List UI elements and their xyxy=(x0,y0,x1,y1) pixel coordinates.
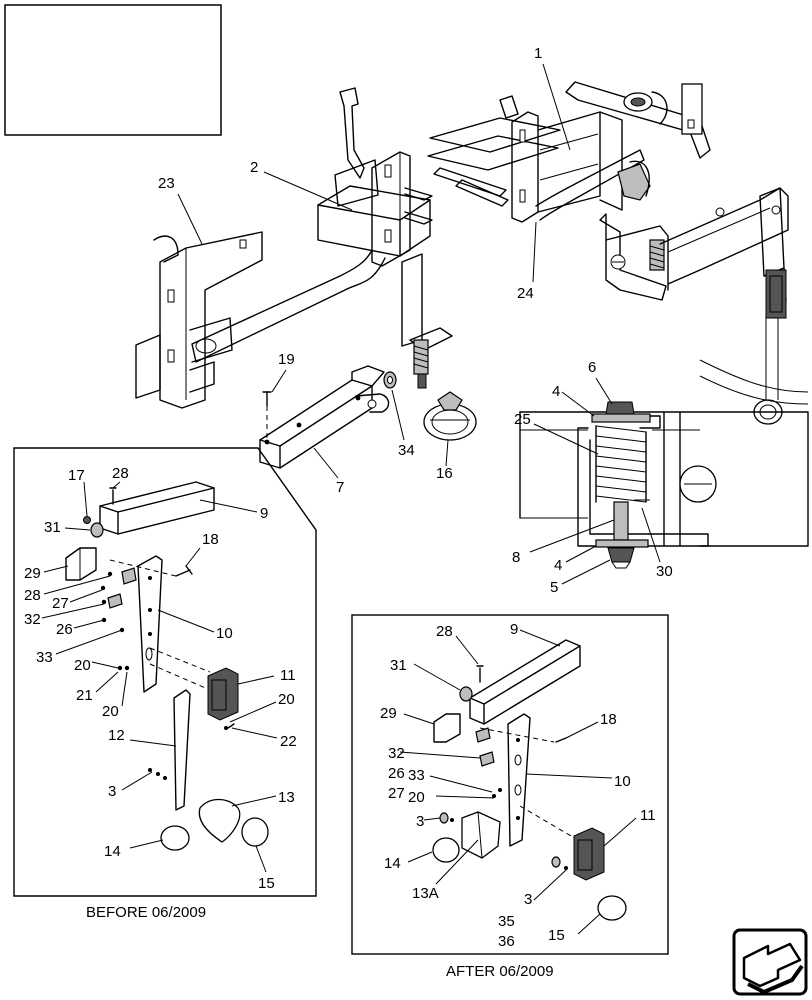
callout-16: 16 xyxy=(436,465,453,482)
callout-after-11: 11 xyxy=(640,807,656,824)
callout-before-29: 29 xyxy=(24,565,41,582)
callout-23: 23 xyxy=(158,175,175,192)
spring-detail xyxy=(519,359,809,569)
callout-after-20: 20 xyxy=(408,789,425,806)
callout-before-14: 14 xyxy=(104,843,121,860)
callout-after-14: 14 xyxy=(384,855,401,872)
callout-before-11: 11 xyxy=(280,667,296,684)
callout-24: 24 xyxy=(517,285,534,302)
callout-before-22: 22 xyxy=(280,733,297,750)
callout-after-3-top: 3 xyxy=(416,813,424,830)
callout-before-18: 18 xyxy=(202,531,219,548)
leader-lines xyxy=(41,63,661,935)
callout-after-29: 29 xyxy=(380,705,397,722)
callout-25: 25 xyxy=(514,411,531,428)
callout-19: 19 xyxy=(278,351,295,368)
callout-after-28: 28 xyxy=(436,623,453,640)
after-assembly xyxy=(432,639,627,921)
washer-34 xyxy=(383,371,397,389)
callout-after-3-bottom: 3 xyxy=(524,891,532,908)
caption-after: AFTER 06/2009 xyxy=(446,963,554,980)
callout-after-18: 18 xyxy=(600,711,617,728)
callout-before-9: 9 xyxy=(260,505,268,522)
callout-2: 2 xyxy=(250,159,258,176)
callout-6: 6 xyxy=(588,359,596,376)
callout-before-28-top: 28 xyxy=(112,465,129,482)
callout-after-36: 36 xyxy=(498,933,515,950)
after-panel-frame xyxy=(351,614,669,955)
bolt-19 xyxy=(262,391,272,440)
callout-34: 34 xyxy=(398,442,415,459)
lamp-16 xyxy=(423,391,477,441)
frame-assembly-right xyxy=(427,81,789,425)
callout-after-13A: 13A xyxy=(412,885,439,902)
callout-1: 1 xyxy=(534,45,542,62)
spring-mount-left xyxy=(413,339,429,389)
callout-30: 30 xyxy=(656,563,673,580)
callout-before-33: 33 xyxy=(36,649,53,666)
callout-after-32: 32 xyxy=(388,745,405,762)
callout-8: 8 xyxy=(512,549,520,566)
callout-before-21: 21 xyxy=(76,687,93,704)
callout-before-12: 12 xyxy=(108,727,125,744)
caption-before: BEFORE 06/2009 xyxy=(86,904,206,921)
callout-before-28: 28 xyxy=(24,587,41,604)
callout-after-31: 31 xyxy=(390,657,407,674)
callout-after-35: 35 xyxy=(498,913,515,930)
callout-before-13: 13 xyxy=(278,789,295,806)
callout-before-20-a: 20 xyxy=(74,657,91,674)
callout-before-20-b: 20 xyxy=(278,691,295,708)
callout-after-27: 27 xyxy=(388,785,405,802)
frame-assembly-left xyxy=(135,87,453,409)
callout-after-9: 9 xyxy=(510,621,518,638)
next-page-arrow-icon[interactable] xyxy=(732,928,808,996)
callout-after-33: 33 xyxy=(408,767,425,784)
callout-before-26: 26 xyxy=(56,621,73,638)
callout-after-15: 15 xyxy=(548,927,565,944)
callout-7: 7 xyxy=(336,479,344,496)
callout-4-top: 4 xyxy=(552,383,560,400)
before-panel-frame xyxy=(13,447,317,897)
callout-before-15: 15 xyxy=(258,875,275,892)
callout-before-17: 17 xyxy=(68,467,85,484)
callout-before-31: 31 xyxy=(44,519,61,536)
callout-4-bottom: 4 xyxy=(554,557,562,574)
callout-before-10: 10 xyxy=(216,625,233,642)
callout-labels: 1 2 23 24 19 34 7 16 6 4 25 8 4 5 30 17 … xyxy=(24,45,673,950)
callout-before-3: 3 xyxy=(108,783,116,800)
before-assembly xyxy=(65,481,269,851)
callout-after-26: 26 xyxy=(388,765,405,782)
callout-before-27: 27 xyxy=(52,595,69,612)
title-box xyxy=(4,4,222,136)
callout-before-32: 32 xyxy=(24,611,41,628)
callout-after-10: 10 xyxy=(614,773,631,790)
callout-5: 5 xyxy=(550,579,558,596)
callout-before-20-c: 20 xyxy=(102,703,119,720)
